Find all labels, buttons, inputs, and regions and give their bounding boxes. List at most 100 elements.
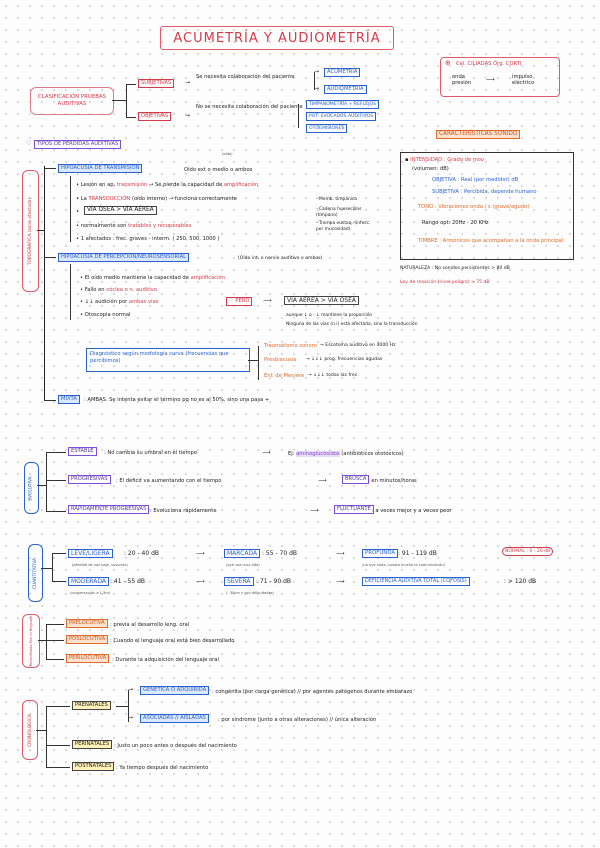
transmision-side-2: - Cadena huesecillos (tímpano) — [316, 207, 362, 218]
pero-text: PERO — [235, 298, 250, 304]
acumetria-box: ACUMETRÍA — [324, 68, 361, 77]
postnatales-desc: : Ya tiempo después del nacimiento — [116, 765, 209, 771]
arrow-icon: ⟶ — [196, 578, 205, 585]
profunda-box: PROFUNDA — [362, 549, 399, 558]
t-b1-pre: Lesión en ap. — [80, 182, 116, 188]
prelocutiva-box: PRELOCUTIVA — [66, 619, 108, 628]
evolutiva-side-label: EVOLUTIVA — [24, 462, 39, 514]
brusca-box: BRUSCA — [342, 475, 370, 484]
rapidamente-desc: : Evoluciona rápidamente — [150, 508, 217, 514]
connector — [46, 624, 64, 625]
volumen-label: (volumen: dB) — [412, 166, 449, 172]
progresivas-desc: : El déficit va aumentando con el tiempo — [116, 478, 222, 484]
connector — [298, 104, 299, 128]
estable-ej-hl: aminoglucósidos — [296, 451, 340, 457]
percepcion-note-a: aunque ↓ o - ↓ mantiene la proporción — [286, 313, 373, 318]
rapidamente-box: RÁPIDAMENTE PROGRESIVAS — [68, 505, 150, 514]
connector — [126, 117, 136, 118]
transmision-bullet-2: • La TRANSDUCCIÓN (oído interno) → funci… — [76, 196, 237, 202]
estable-box: ESTABLE — [68, 447, 97, 456]
t-b1-post: → Se pierde la capacidad de — [148, 182, 223, 188]
connector — [46, 706, 47, 768]
percepcion-bullet-1: • El oído medio mantiene la capacidad de… — [80, 275, 226, 281]
connector — [70, 176, 71, 242]
connector — [44, 257, 56, 258]
caracteristicas-box — [400, 152, 574, 260]
topografica-side-label: TOPOGRÁFICA (zona afectada) — [22, 170, 39, 292]
tipos-title: TIPOS DE PÉRDIDAS AUDITIVAS — [34, 140, 122, 149]
arrow-icon: ⟶ — [318, 477, 327, 484]
connector — [46, 706, 70, 707]
pero-box: ♡ PERO — [226, 297, 253, 306]
marcada-note: (oye voz muy alta) — [226, 563, 260, 567]
ciliadas-box — [440, 57, 560, 97]
connector — [46, 745, 70, 746]
estable-desc: : No cambia su umbral en el tiempo — [104, 450, 198, 456]
presbiacusia-label: Presbiacusia — [264, 357, 297, 363]
moderada-val: : 41 - 55 dB — [110, 578, 146, 585]
connector — [46, 452, 66, 453]
t-b2-hl: TRANSDUCCIÓN — [88, 196, 131, 202]
asociadas-desc: : por síndrome (junto a otras alteracion… — [218, 717, 377, 723]
normal-box: NORMAL : 0 - 20 dB — [502, 547, 554, 556]
plus-icon: ⊕ — [445, 59, 451, 67]
arrow-icon: → — [128, 714, 134, 721]
moderada-box: MODERADA — [68, 577, 109, 586]
clasificacion-box: CLASIFICACIÓN PRUEBAS AUDITIVAS — [30, 87, 114, 115]
p-b1-red: amplificación — [190, 275, 226, 281]
total-val: : > 120 dB — [504, 578, 537, 585]
connector — [46, 659, 64, 660]
percepcion-box: HIPOACUSIA DE PERCEPCIÓN/NEUROSENSORIAL — [58, 253, 190, 262]
timpanometria-box: TIMPANOMETRÍA + REFLEJOS — [306, 100, 380, 109]
t-b4-hl: tratables y recuperables — [128, 223, 192, 229]
estable-ej-label: Ej: — [288, 451, 295, 457]
marcada-val: : 55 - 70 dB — [262, 550, 298, 557]
connector — [44, 168, 56, 169]
t-b5: 1 afectados : frec. graves - interm. ( 2… — [80, 236, 220, 242]
arrow-icon: ⟶ — [336, 578, 345, 585]
connector — [36, 730, 46, 731]
poslocutiva-desc: : Cuando el lenguaje oral está bien desa… — [110, 638, 235, 644]
transmision-note: Oído ext o medio o ambos — [184, 167, 253, 173]
connector — [70, 264, 71, 320]
presbiacusia-desc: → ↓↓↓ prog. frecuencias agudas — [306, 357, 383, 362]
impulso-label: impulso eléctrico — [512, 74, 535, 86]
heart-icon: ♡ — [26, 140, 32, 147]
mixta-box: MIXTA — [58, 395, 80, 404]
trauma-label: Traumatismo sonoro — [264, 343, 317, 349]
marcada-box: MARCADA — [224, 549, 261, 558]
connector — [248, 360, 258, 361]
connector — [44, 166, 45, 401]
subjetivas-box: SUBJETIVAS — [138, 79, 175, 88]
profunda-note: (no oye nada, cuesta mucho la comunicaci… — [362, 563, 446, 567]
arrow-icon: ⟶ — [486, 76, 495, 83]
t-b4-pre: normalmente son — [80, 223, 127, 229]
p-b3-pre: ↓↓ audición por — [84, 299, 128, 305]
genetica-desc: : congénita (por carga genética) // por … — [212, 689, 413, 695]
leve-box: LEVE/LIGERA — [68, 549, 113, 558]
p-b4: Otoscopia normal — [84, 312, 131, 318]
objetivas-box: OBJETIVAS — [138, 112, 172, 121]
mixta-desc: : AMBAS. Se intenta evitar el término pq… — [84, 397, 270, 403]
percepcion-bullet-4: • Otoscopia normal — [80, 312, 131, 318]
naturaleza-label: NATURALEZA : No sonidos persistentes > 8… — [400, 266, 510, 272]
brusca-desc: : en minutos/horas — [368, 478, 417, 484]
percepcion-bullet-2: • Fallo en cóclea o n. auditivo — [80, 287, 157, 293]
connector — [37, 230, 44, 231]
otoemisiones-box: OTOEMISIONES — [306, 124, 348, 133]
naturaleza-text: NATURALEZA : No sonidos persistentes > 8… — [400, 266, 510, 271]
leve-note: (pérdida de voz baja, susurros) — [72, 563, 128, 567]
page-title: ACUMETRÍA Y AUDIOMETRÍA — [173, 30, 381, 46]
p-b1: El oído medio mantiene la capacidad de — [84, 275, 189, 281]
t-b2-post: (oído interno) → funciona correctamente — [131, 196, 237, 202]
poslocutiva-box: POSLOCUTIVA — [66, 635, 109, 644]
heart-icon: ♡ — [229, 298, 236, 304]
subjetivas-desc: Se necesita colaboración del paciente — [196, 74, 295, 80]
prenatales-box: PRENATALES — [72, 701, 111, 710]
t-b1-hl: transmisión — [116, 182, 148, 188]
connector — [44, 400, 56, 401]
t-b2-pre: La — [80, 196, 87, 202]
profunda-val: : 91 - 119 dB — [398, 550, 437, 557]
cuantitativa-side-label: CUANTITATIVA — [28, 544, 43, 602]
genetica-box: GENÉTICA O ADQUIRIDA — [140, 686, 210, 695]
